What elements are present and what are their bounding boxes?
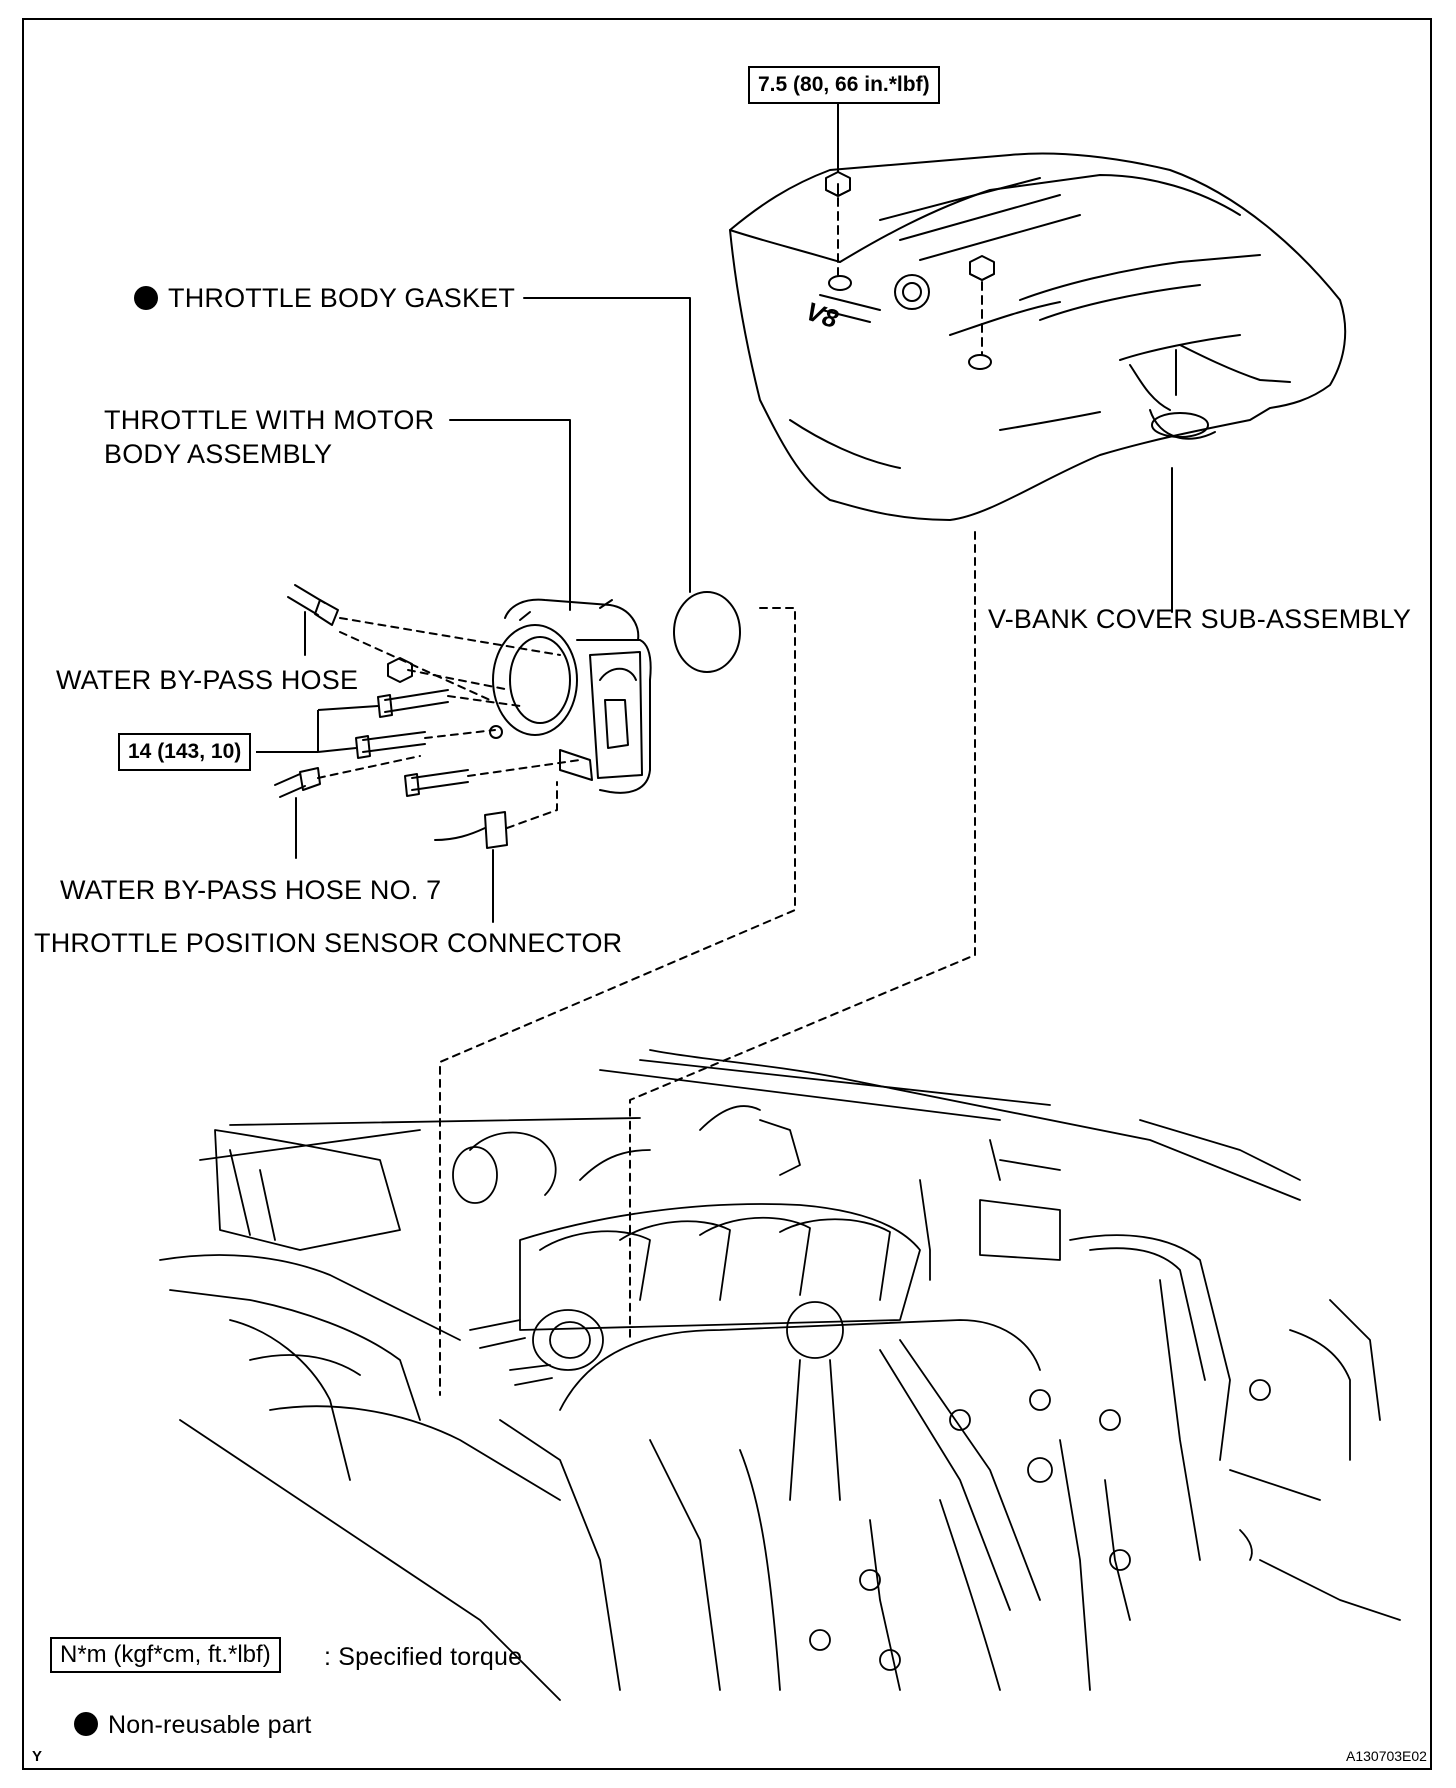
throttle-position-sensor-connector-label: THROTTLE POSITION SENSOR CONNECTOR [34,928,623,958]
engine-drawing [159,1049,1401,1701]
legend-non-reusable-text: Non-reusable part [108,1711,312,1739]
throttle-dashed-guides [317,531,976,1396]
water-bypass-hose-drawing [287,584,339,656]
throttle-assembly-leader [449,419,571,611]
throttle-motor-body-label-line1: THROTTLE WITH MOTOR [104,405,435,435]
cover-leader-lines [837,97,1177,613]
v-bank-cover-label: V-BANK COVER SUB-ASSEMBLY [988,604,1412,634]
torque-spec-throttle-bolts: 14 (143, 10) [118,733,252,771]
throttle-motor-body-label-line2: BODY ASSEMBLY [104,439,333,469]
cover-nuts-drawing [825,171,995,281]
legend-dot-icon [74,1712,98,1736]
water-bypass-hose-label: WATER BY-PASS HOSE [56,665,359,695]
water-bypass-hose-no7-label: WATER BY-PASS HOSE NO. 7 [60,875,442,905]
throttle-body-drawing [492,598,652,794]
bolts-drawing [355,657,503,797]
v-bank-cover-drawing [729,152,1347,521]
legend-torque-desc: : Specified torque [324,1643,523,1671]
figure-id: A130703E02 [1346,1748,1427,1764]
throttle-body-gasket-text: THROTTLE BODY GASKET [168,283,516,313]
throttle-body-gasket-label: THROTTLE BODY GASKET [134,283,515,313]
sensor-connector-drawing [434,811,508,923]
torque-spec-cover-nut: 7.5 (80, 66 in.*lbf) [748,66,940,104]
corner-mark: Y [32,1748,43,1765]
water-bypass-hose-no7-drawing [274,767,321,859]
gasket-leader [523,297,691,593]
gasket-drawing [673,591,741,673]
legend-non-reusable: Non-reusable part [74,1710,312,1740]
diagram-frame [22,18,1432,1770]
non-reusable-marker-icon [134,286,158,310]
legend-torque-unit-box: N*m (kgf*cm, ft.*lbf) [50,1637,281,1673]
